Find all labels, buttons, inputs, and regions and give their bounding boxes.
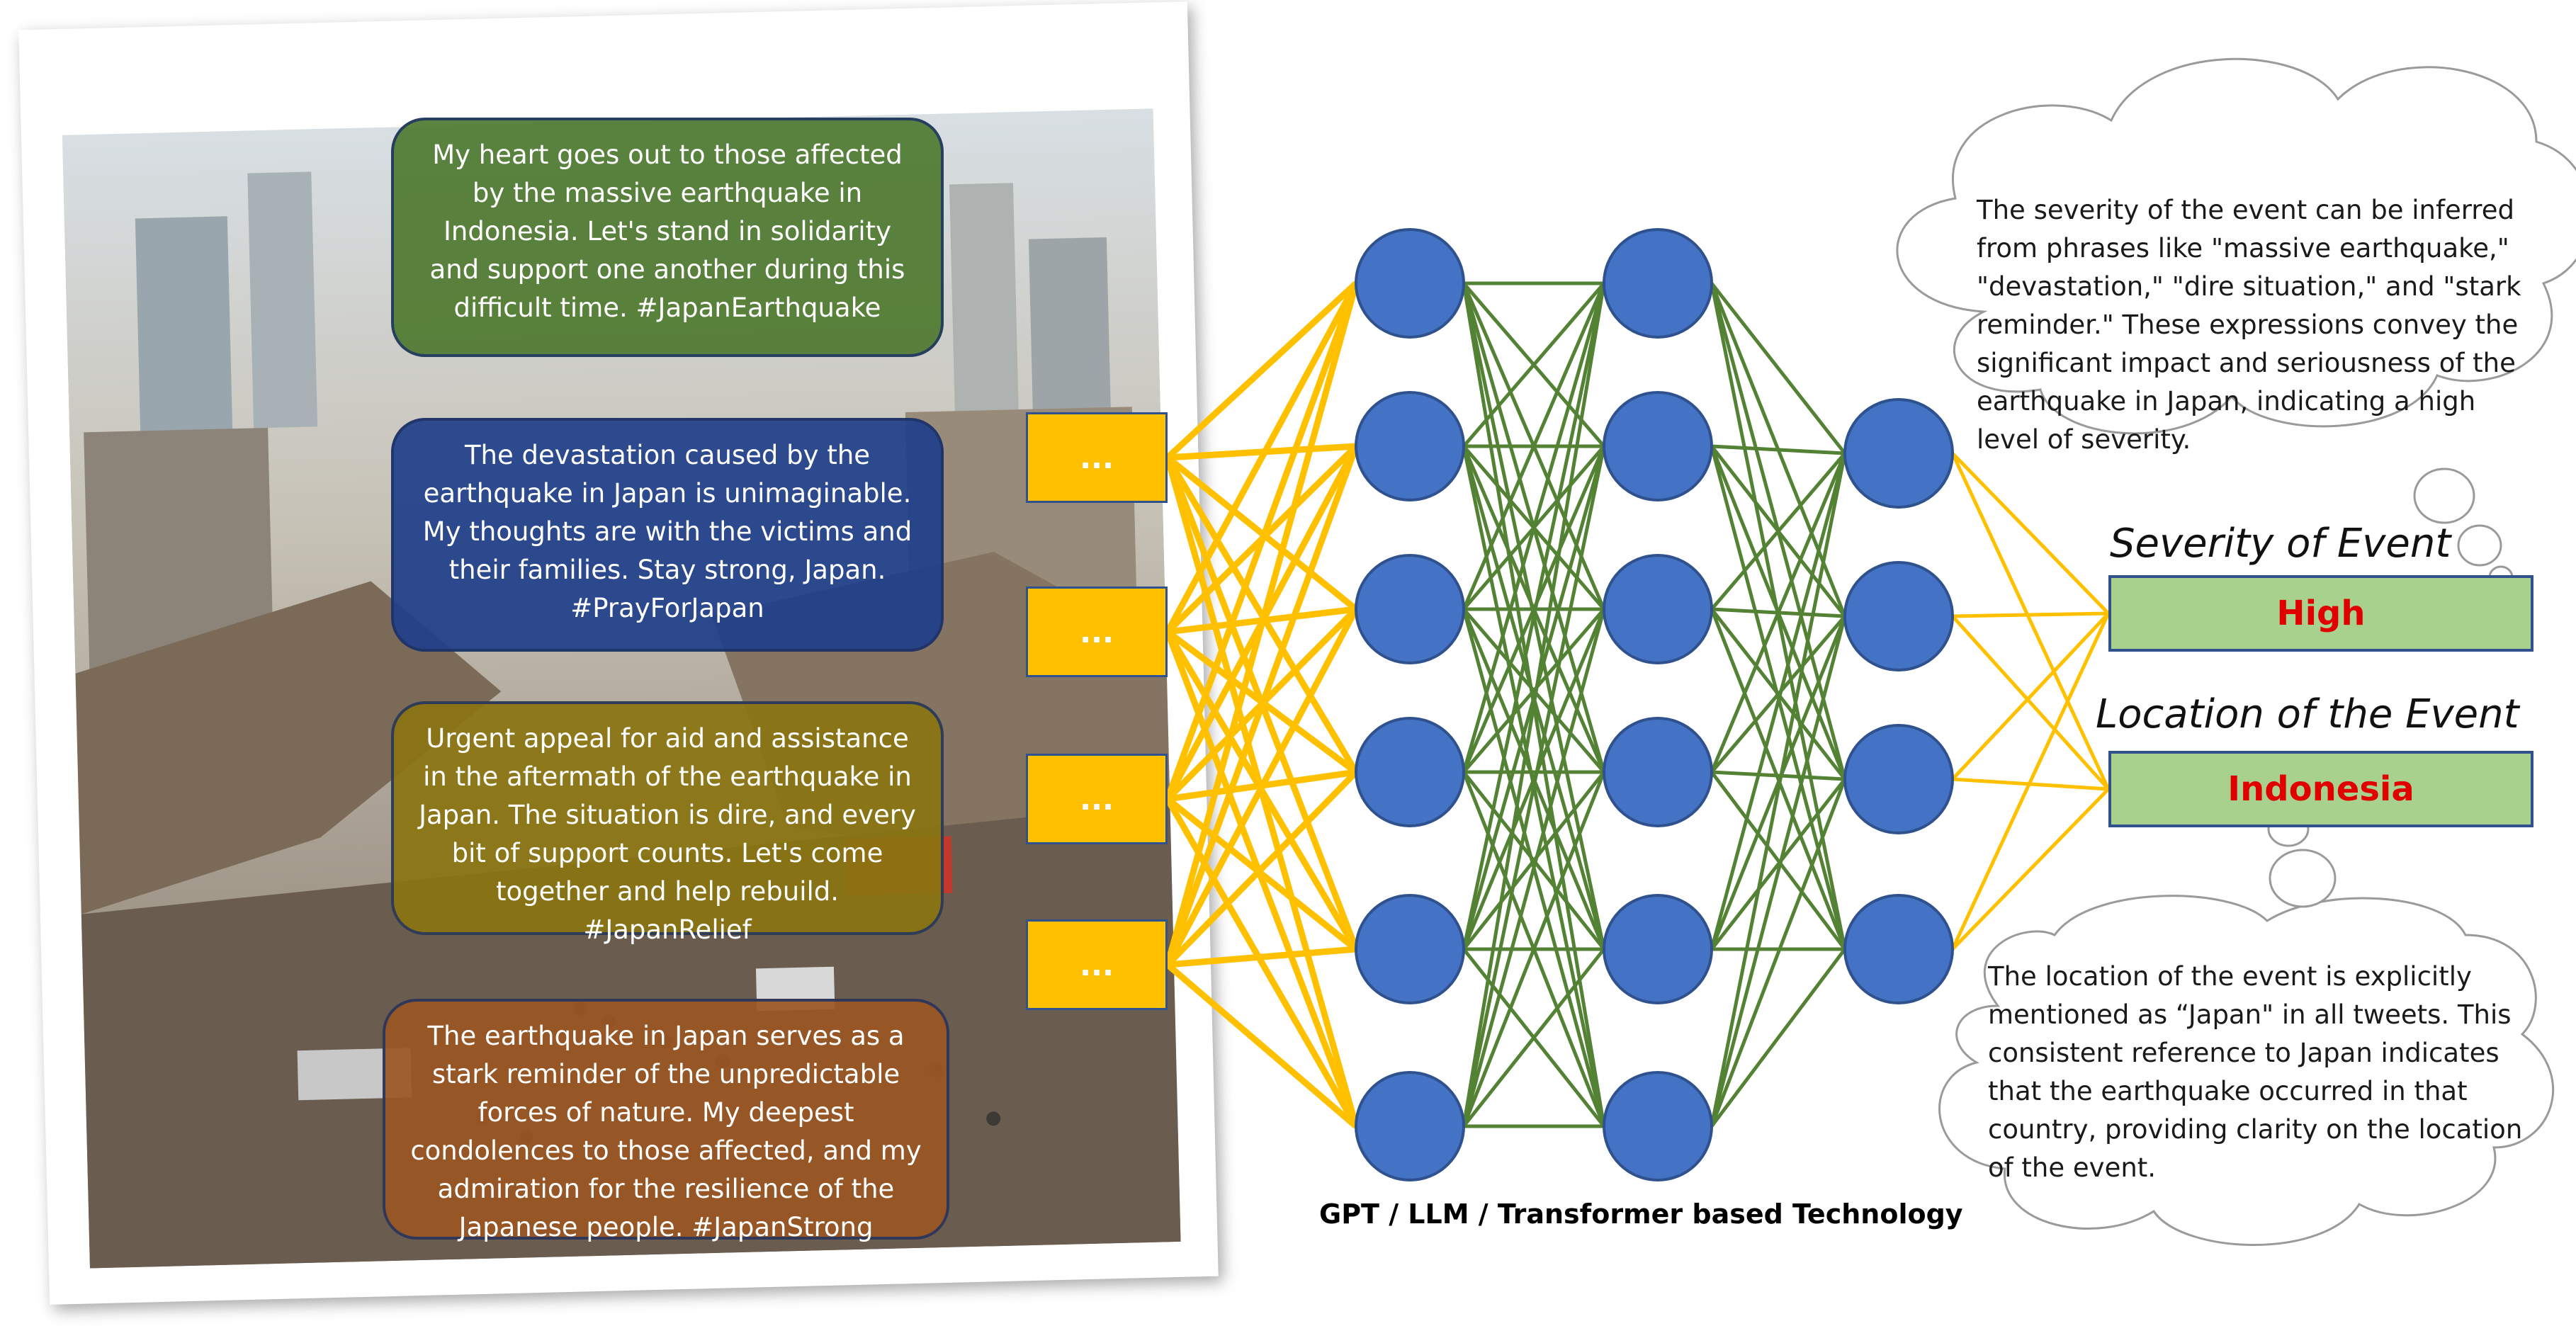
location-output-box: Indonesia [2108, 751, 2533, 827]
severity-output-box: High [2108, 575, 2533, 652]
severity-reasoning: The severity of the event can be inferre… [1977, 195, 2521, 455]
location-reasoning: The location of the event is explicitly … [1988, 961, 2522, 1183]
severity-title: Severity of Event [2110, 521, 2451, 567]
location-title: Location of the Event [2096, 691, 2519, 737]
network-caption: GPT / LLM / Transformer based Technology [1319, 1198, 1963, 1230]
location-reasoning-text: The location of the event is explicitly … [1988, 958, 2533, 1187]
location-value: Indonesia [2227, 769, 2414, 809]
severity-value: High [2276, 594, 2365, 633]
severity-reasoning-text: The severity of the event can be inferre… [1977, 191, 2543, 459]
